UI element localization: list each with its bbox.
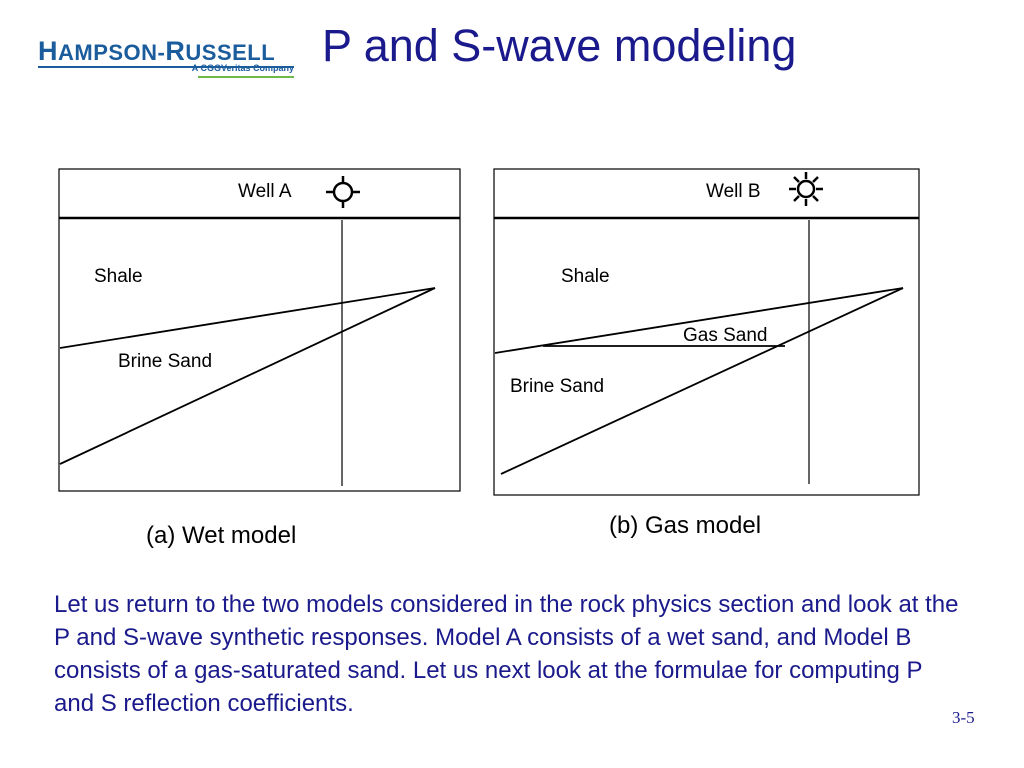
page-title: P and S-wave modeling — [322, 20, 797, 71]
layer-label-gas-sand: Gas Sand — [683, 325, 768, 346]
caption-gas-model: (b) Gas model — [609, 512, 762, 539]
sand-top-boundary — [494, 287, 904, 354]
well-label: Well A — [238, 181, 292, 202]
company-logo: HAMPSON-RUSSELL A CGGVeritas Company — [38, 36, 300, 80]
diagram-frame — [493, 168, 920, 496]
logo-rule — [38, 66, 294, 68]
sand-base-boundary — [59, 287, 436, 465]
logo-wordmark: HAMPSON-RUSSELL — [38, 36, 276, 66]
well-label: Well B — [706, 181, 761, 202]
sand-base-boundary — [500, 287, 904, 475]
gas-model-diagram: Well B Shale Gas Sand Brine Sand — [493, 168, 921, 498]
layer-label-brine-sand: Brine Sand — [510, 376, 604, 397]
gas-well-icon — [789, 172, 823, 206]
layer-label-shale: Shale — [561, 266, 610, 287]
caption-wet-model: (a) Wet model — [146, 522, 297, 549]
wet-model-diagram: Well A Shale Brine Sand — [58, 168, 462, 494]
body-paragraph: Let us return to the two models consider… — [54, 591, 959, 717]
sand-top-boundary — [59, 287, 436, 349]
layer-label-shale: Shale — [94, 266, 143, 287]
page-number: 3-5 — [952, 708, 975, 727]
dry-well-icon — [326, 176, 360, 208]
layer-label-brine-sand: Brine Sand — [118, 351, 212, 372]
diagram-frame — [58, 168, 461, 492]
logo-tagline: A CGGVeritas Company — [191, 63, 294, 73]
logo-accent-rule — [198, 76, 294, 78]
